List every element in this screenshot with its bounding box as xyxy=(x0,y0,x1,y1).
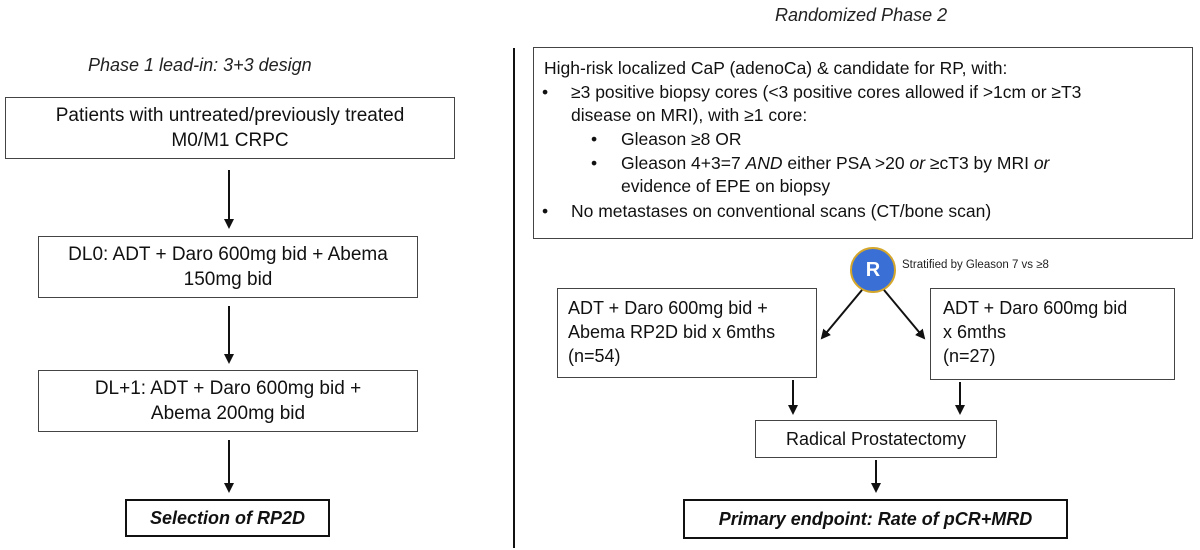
criteria-item-1-line-2: disease on MRI), with ≥1 core: xyxy=(571,105,808,125)
dl0-box: DL0: ADT + Daro 600mg bid + Abema 150mg … xyxy=(38,236,418,298)
prostatectomy-box: Radical Prostatectomy xyxy=(755,420,997,458)
stratification-note: Stratified by Gleason 7 vs ≥8 xyxy=(902,259,1049,271)
endpoint-box: Primary endpoint: Rate of pCR+MRD xyxy=(683,499,1068,539)
criteria-bullet-2: • xyxy=(542,201,549,221)
prostatectomy-label: Radical Prostatectomy xyxy=(785,429,967,449)
subitem-2-and: AND xyxy=(745,153,783,173)
criteria-subbullet-1: • xyxy=(591,129,598,149)
dl1-line-2: Abema 200mg bid xyxy=(150,403,306,424)
subitem-2-or-1: or xyxy=(909,153,926,173)
arm-a-box: ADT + Daro 600mg bid + Abema RP2D bid x … xyxy=(557,288,817,378)
arm-a-line-3: (n=54) xyxy=(568,346,621,366)
arm-b-line-2: x 6mths xyxy=(943,322,1007,342)
randomization-node: R xyxy=(850,247,896,293)
criteria-subbullet-2: • xyxy=(591,153,598,173)
arm-b-line-3: (n=27) xyxy=(943,346,996,366)
criteria-subitem-2-line-2: evidence of EPE on biopsy xyxy=(621,176,831,196)
criteria-item-1-line-1: ≥3 positive biopsy cores (<3 positive co… xyxy=(571,82,1082,102)
subitem-2-text-b: either PSA >20 xyxy=(782,153,910,173)
section-divider xyxy=(513,48,515,548)
dl1-box: DL+1: ADT + Daro 600mg bid + Abema 200mg… xyxy=(38,370,418,432)
endpoint-label: Primary endpoint: Rate of pCR+MRD xyxy=(718,508,1033,529)
phase1-heading: Phase 1 lead-in: 3+3 design xyxy=(88,55,312,75)
arm-a-line-1: ADT + Daro 600mg bid + xyxy=(568,298,768,318)
criteria-subitem-2-line-1: Gleason 4+3=7 AND either PSA >20 or ≥cT3… xyxy=(621,152,1049,174)
dl1-line-1: DL+1: ADT + Daro 600mg bid + xyxy=(94,378,362,399)
subitem-2-text-a: Gleason 4+3=7 xyxy=(621,153,746,173)
dl0-line-1: DL0: ADT + Daro 600mg bid + Abema xyxy=(68,244,388,265)
criteria-item-2: No metastases on conventional scans (CT/… xyxy=(571,201,992,221)
phase2-heading: Randomized Phase 2 xyxy=(775,5,948,25)
patients-box: Patients with untreated/previously treat… xyxy=(5,97,455,159)
patients-line-1: Patients with untreated/previously treat… xyxy=(55,105,405,126)
criteria-box: High-risk localized CaP (adenoCa) & cand… xyxy=(533,47,1193,239)
criteria-title: High-risk localized CaP (adenoCa) & cand… xyxy=(544,58,1008,78)
criteria-bullet-1: • xyxy=(542,82,549,102)
criteria-subitem-1: Gleason ≥8 OR xyxy=(621,129,742,149)
selection-label: Selection of RP2D xyxy=(149,507,306,528)
patients-line-2: M0/M1 CRPC xyxy=(171,130,289,151)
subitem-2-text-c: ≥cT3 by MRI xyxy=(925,153,1034,173)
arrow-r-to-arm-b xyxy=(883,289,926,340)
selection-box: Selection of RP2D xyxy=(125,499,330,537)
arm-a-line-2: Abema RP2D bid x 6mths xyxy=(568,322,776,342)
arrow-r-to-arm-a xyxy=(820,289,863,340)
arm-b-line-1: ADT + Daro 600mg bid xyxy=(943,298,1128,318)
arm-b-box: ADT + Daro 600mg bid x 6mths (n=27) xyxy=(930,288,1175,380)
subitem-2-or-2: or xyxy=(1033,153,1050,173)
randomization-label: R xyxy=(865,258,881,281)
dl0-line-2: 150mg bid xyxy=(183,269,273,290)
